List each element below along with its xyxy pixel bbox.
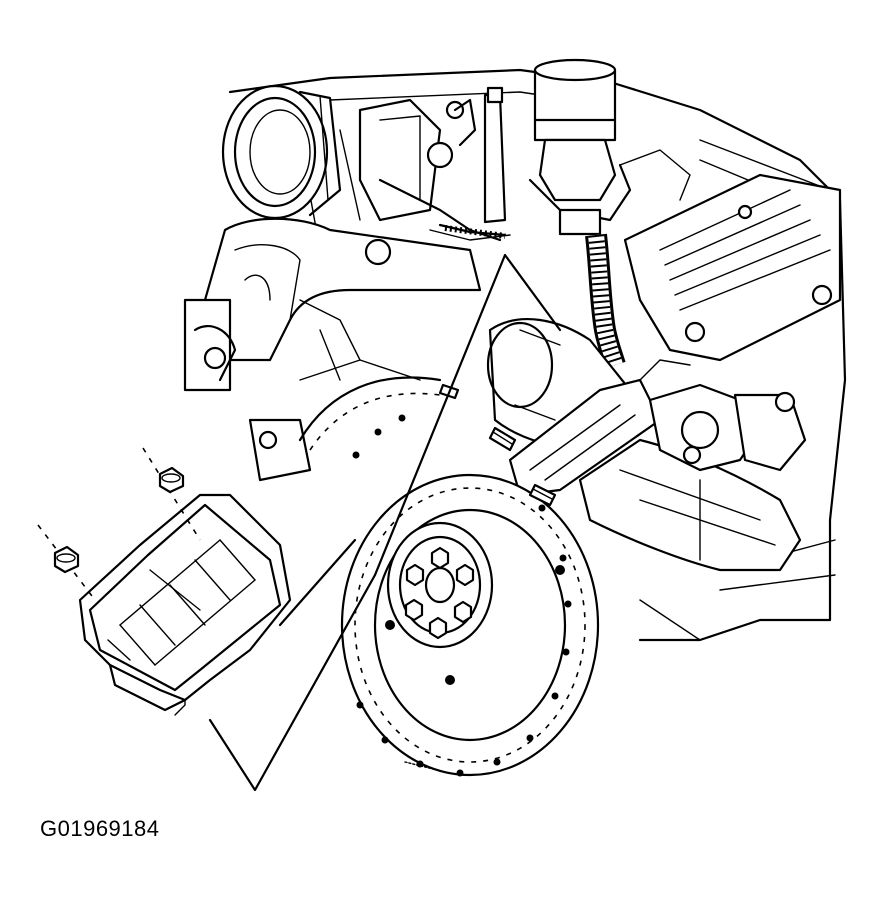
throttle-linkage: [358, 86, 511, 242]
starter-bolts: [438, 383, 557, 507]
intake-pipe: [183, 217, 482, 392]
throttle-body: [221, 84, 342, 220]
cover-nut-upper: [142, 447, 201, 541]
callout-lines: [208, 253, 562, 792]
egr-valve: [528, 58, 691, 236]
valve-cover: [623, 173, 842, 362]
wire-harness: [438, 223, 626, 369]
cover-nut-lower: [37, 524, 96, 601]
figure-id-label: G01969184: [40, 816, 160, 841]
flywheel-inspection-cover: [78, 493, 292, 716]
flywheel-holes: [352, 414, 572, 777]
lower-block: [248, 329, 421, 482]
exhaust-manifold: [508, 359, 807, 572]
flexplate-hub: [386, 521, 494, 649]
